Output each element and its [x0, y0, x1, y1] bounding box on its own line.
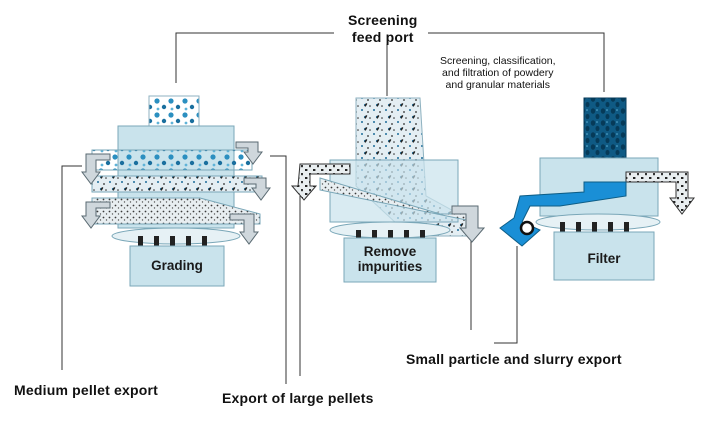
medium-pellet-leader: [61, 165, 82, 370]
filter-springs: [560, 222, 629, 232]
large-pellet-leader: [270, 155, 287, 384]
feed-port-label-line1: Screening: [348, 12, 418, 28]
feed-port-label: Screening feed port: [348, 12, 418, 46]
impurities-arrow-left: [290, 163, 351, 201]
remove-impurities-label: Remove impurities: [344, 244, 436, 274]
grading-label: Grading: [130, 258, 224, 273]
feed-port-leader-right: [428, 32, 605, 92]
filter-label: Filter: [554, 251, 654, 266]
filter-machine: [499, 97, 695, 281]
slurry-export-label: Small particle and slurry export: [406, 351, 622, 367]
impurities-springs: [356, 230, 425, 240]
filter-outlet-valve: [519, 220, 535, 236]
grading-base-ring: [111, 227, 241, 245]
filtration-note-line1: Screening, classification,: [440, 55, 556, 67]
grading-arrow-left-1: [81, 153, 111, 185]
filter-base: [553, 231, 655, 281]
impurities-arrow-right: [451, 205, 486, 243]
grading-arrow-right-1: [235, 141, 263, 165]
leader-lines: [61, 32, 605, 384]
impurities-base: [343, 237, 437, 283]
grading-deck-1: [91, 149, 253, 171]
filter-base-ring: [535, 213, 661, 231]
filter-coarse-arrow: [625, 171, 695, 215]
medium-pellet-export-label: Medium pellet export: [14, 382, 159, 398]
grading-arrow-left-2: [81, 201, 111, 229]
grading-arrow-right-2: [243, 177, 271, 201]
grading-machine: [81, 95, 271, 287]
remove-impurities-label-line2: impurities: [357, 259, 423, 274]
large-pellet-export-label: Export of large pellets: [222, 390, 374, 406]
filtration-note-line2: and filtration of powdery: [442, 67, 554, 79]
remove-impurities-label-line1: Remove: [363, 244, 417, 259]
feed-port-label-line2: feed port: [351, 29, 414, 45]
feed-port-leader: [175, 32, 334, 83]
remove-impurities-machine: [290, 97, 486, 283]
filtration-note-line3: and granular materials: [445, 79, 551, 91]
grading-arrow-right-3: [229, 213, 259, 245]
filtration-note: Screening, classification, and filtratio…: [440, 55, 556, 91]
slurry-leader-2: [494, 246, 518, 344]
grading-base: [129, 245, 225, 287]
filter-label-line1: Filter: [587, 251, 621, 266]
grading-label-line1: Grading: [151, 258, 203, 273]
grading-deck-2: [91, 175, 263, 193]
grading-springs: [138, 236, 207, 246]
